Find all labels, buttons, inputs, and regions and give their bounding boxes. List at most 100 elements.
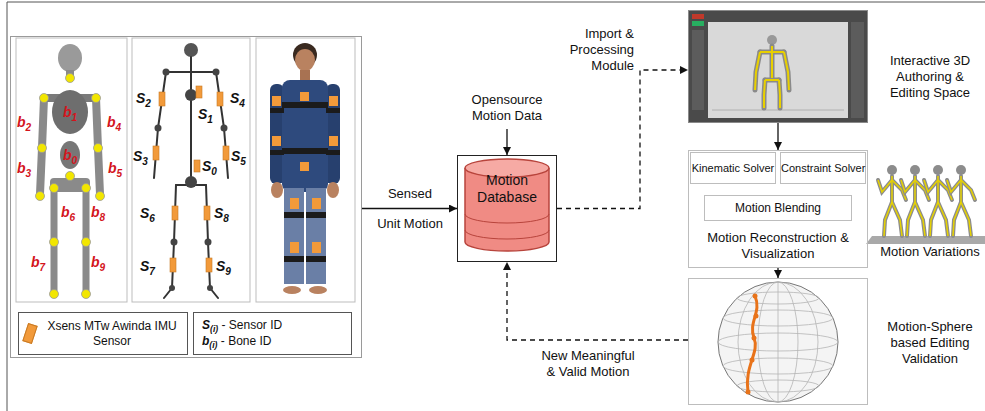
subject-photo xyxy=(326,150,340,155)
motion-variations xyxy=(878,165,906,236)
skeleton xyxy=(217,92,223,106)
node-text: Opensource Motion Data xyxy=(452,92,562,124)
database-cylinder xyxy=(465,168,549,251)
editor-screenshot xyxy=(689,11,867,122)
subscript: 6 xyxy=(149,213,155,224)
mannequin xyxy=(40,94,49,103)
edge-label: Import & Processing Module xyxy=(548,26,634,74)
node-text: b(i) - Bone ID xyxy=(202,333,343,349)
database-box: Motion Database xyxy=(457,155,557,262)
skeleton xyxy=(185,89,197,101)
node-text: S(i) - Sensor ID xyxy=(202,317,343,333)
skeleton xyxy=(213,69,220,76)
edge-label: New Meaningful & Valid Motion xyxy=(540,348,636,380)
subscript: 9 xyxy=(100,262,106,273)
subject-photo xyxy=(282,80,328,192)
subscript: 5 xyxy=(240,156,246,167)
sensor-id: S4 xyxy=(230,90,245,106)
image-frame xyxy=(16,38,355,302)
subject-photo xyxy=(306,188,326,284)
node-text: Kinematic Solver xyxy=(691,161,775,176)
mannequin xyxy=(40,98,100,194)
bone-id: b8 xyxy=(91,204,105,220)
mannequin xyxy=(94,144,103,153)
motion-sphere xyxy=(718,282,838,402)
connector xyxy=(362,208,457,209)
editor-screenshot xyxy=(692,14,704,19)
motion-variations xyxy=(947,165,975,236)
mannequin xyxy=(82,290,91,299)
subject-photo xyxy=(282,148,328,154)
mannequin xyxy=(38,144,47,153)
processing-panel: Motion Reconstruction & VisualizationKin… xyxy=(688,150,868,268)
mannequin xyxy=(66,172,75,181)
subscript: 2 xyxy=(145,98,151,109)
bone-id: b2 xyxy=(17,114,31,130)
node-text: Constraint Solver xyxy=(781,161,865,176)
bone-id: b4 xyxy=(107,114,121,130)
motion-sphere xyxy=(718,282,838,402)
motion-sphere xyxy=(718,282,838,402)
skeleton xyxy=(166,71,216,73)
mannequin xyxy=(82,238,91,247)
motion-variations xyxy=(866,165,985,244)
subject-photo xyxy=(284,212,304,218)
subscript: (i) xyxy=(210,324,218,334)
motion-sphere xyxy=(750,358,755,363)
skeleton xyxy=(185,176,197,188)
motion-sphere xyxy=(746,390,751,395)
mannequin xyxy=(66,74,75,83)
subscript: 4 xyxy=(239,98,245,109)
skeleton xyxy=(153,86,229,272)
node-text: Motion Blending xyxy=(705,201,851,216)
bone-id: b5 xyxy=(108,160,122,176)
subject-photo xyxy=(329,136,338,146)
mannequin xyxy=(50,238,59,247)
motion-sphere xyxy=(758,282,798,402)
database-cylinder xyxy=(465,159,549,251)
skeleton xyxy=(204,206,210,220)
process-box: Constraint Solver xyxy=(780,152,866,184)
mannequin xyxy=(52,90,88,134)
skeleton xyxy=(163,69,170,76)
subject-photo xyxy=(326,84,340,184)
motion-sphere xyxy=(747,296,757,392)
motion-sphere xyxy=(778,282,779,402)
mannequin xyxy=(54,188,86,292)
subscript: 0 xyxy=(211,166,217,177)
editor-screenshot xyxy=(764,80,765,108)
subscript: 8 xyxy=(223,213,229,224)
subscript: 3 xyxy=(26,168,32,179)
skeleton xyxy=(205,239,212,246)
subscript: 2 xyxy=(26,122,32,133)
mannequin xyxy=(36,192,45,201)
caption-label: Motion Variations xyxy=(876,244,984,260)
subscript: 5 xyxy=(117,168,123,179)
editor-screenshot xyxy=(784,52,789,90)
subscript: 0 xyxy=(72,155,78,166)
subject-photo xyxy=(295,49,315,71)
sensor-id: S6 xyxy=(140,205,155,221)
image-frame xyxy=(256,38,355,302)
skeleton xyxy=(184,43,198,57)
mannequin xyxy=(92,94,101,103)
sensor-id: S3 xyxy=(133,148,148,164)
subject-photo xyxy=(271,182,283,198)
editor-screenshot xyxy=(764,80,765,108)
skeleton xyxy=(154,72,166,178)
mannequin xyxy=(36,74,105,299)
subject-photo xyxy=(272,96,281,106)
mannequin xyxy=(36,44,105,299)
subject-photo xyxy=(312,242,321,253)
process-box: Motion Blending xyxy=(704,195,852,221)
sensor-setup-panel: S(i) - Sensor IDb(i) - Bone ID xyxy=(10,36,362,358)
subject-photo xyxy=(270,108,284,113)
node-text: Motion Database xyxy=(466,172,548,206)
subscript: 3 xyxy=(142,156,148,167)
skeleton xyxy=(172,206,178,220)
subject-photo xyxy=(270,43,340,294)
mannequin xyxy=(83,188,90,292)
image-frame xyxy=(132,38,250,302)
connector xyxy=(777,268,778,278)
